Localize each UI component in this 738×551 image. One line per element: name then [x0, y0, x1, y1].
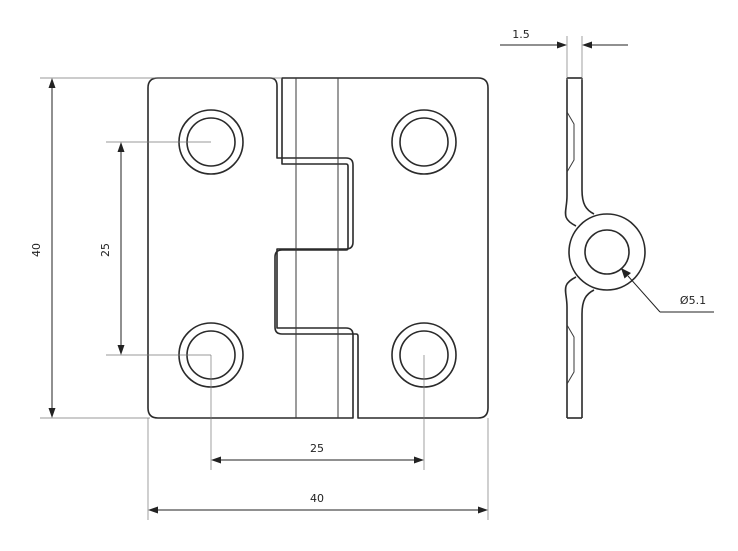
- front-view: [147, 77, 489, 419]
- pin-diameter-label: Ø5.1: [680, 294, 706, 307]
- right-leaf-outline: [274, 77, 489, 419]
- side-view: [564, 77, 646, 419]
- dimension-overall-height: 40: [30, 77, 282, 419]
- dimension-overall-width: 40: [147, 418, 489, 520]
- left-leaf-outline: [147, 77, 354, 419]
- dimension-pin-diameter: Ø5.1: [621, 268, 714, 313]
- overall-height-label: 40: [30, 243, 43, 257]
- thickness-label: 1.5: [512, 28, 530, 41]
- hole-spacing-vertical-label: 25: [99, 243, 112, 257]
- knuckle-outer: [568, 213, 646, 291]
- overall-width-label: 40: [310, 492, 324, 505]
- hole-top-right: [391, 109, 457, 175]
- pin-hole: [584, 229, 630, 275]
- dimension-thickness: 1.5: [500, 28, 628, 80]
- hole-spacing-horizontal-label: 25: [310, 442, 324, 455]
- dimension-hole-spacing-horizontal: 25: [210, 355, 425, 470]
- dimension-hole-spacing-vertical: 25: [99, 141, 211, 356]
